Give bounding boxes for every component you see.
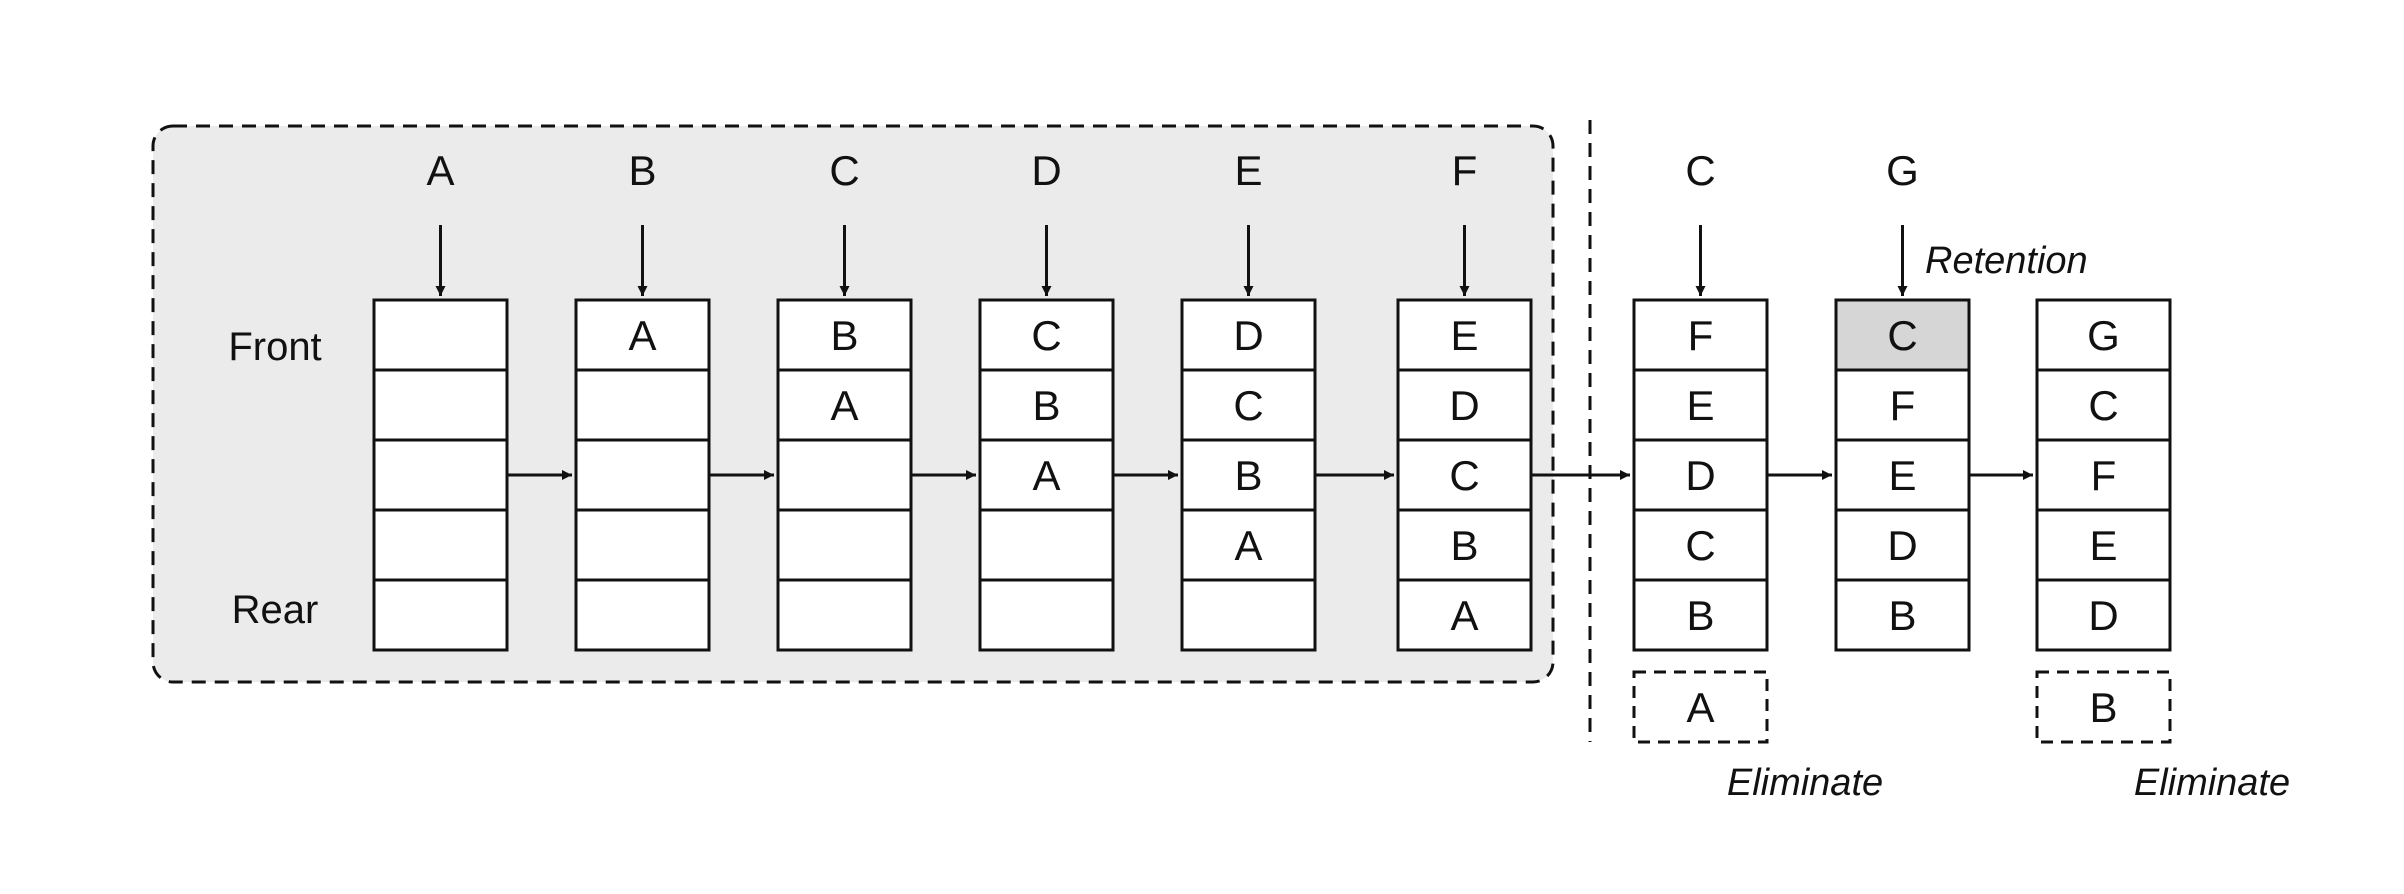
input-item-label: B xyxy=(628,147,656,194)
queue-cell xyxy=(2035,438,2172,512)
queue-cell-value: B xyxy=(1450,522,1478,569)
queue-cell-value: D xyxy=(1233,312,1263,359)
queue-cell xyxy=(1180,508,1317,582)
evicted-item: A xyxy=(1686,684,1714,731)
queue-cell xyxy=(574,578,711,652)
queue-cell-value: C xyxy=(1233,382,1263,429)
input-item-label: A xyxy=(426,147,454,194)
queue-cell xyxy=(1632,578,1769,652)
queue-cell-value: E xyxy=(2089,522,2117,569)
input-item-label: C xyxy=(1685,147,1715,194)
queue-cell-value: A xyxy=(1234,522,1262,569)
queue-cell-value: D xyxy=(1449,382,1479,429)
queue-cell-value: F xyxy=(2091,452,2117,499)
queue-cell-value: C xyxy=(1449,452,1479,499)
input-item-label: F xyxy=(1452,147,1478,194)
queue-cell xyxy=(1834,578,1971,652)
queue-cell xyxy=(776,438,913,512)
queue-cell xyxy=(1632,298,1769,372)
queue-cell xyxy=(372,578,509,652)
queue-cell xyxy=(978,578,1115,652)
queue-cell-value: B xyxy=(1234,452,1262,499)
queue-cell xyxy=(776,508,913,582)
queue-cell xyxy=(1180,298,1317,372)
queue-cell xyxy=(1396,508,1533,582)
queue-cell xyxy=(978,508,1115,582)
queue-cell xyxy=(372,508,509,582)
queue-cell xyxy=(1396,578,1533,652)
queue-cell xyxy=(978,298,1115,372)
queue-cell xyxy=(1396,298,1533,372)
queue-cell xyxy=(372,438,509,512)
queue-cell-value: E xyxy=(1686,382,1714,429)
queue-cell-value: B xyxy=(1888,592,1916,639)
queue-cell xyxy=(1632,438,1769,512)
queue-cell-value: B xyxy=(1686,592,1714,639)
queue-cell xyxy=(372,298,509,372)
queue-cell xyxy=(978,368,1115,442)
queue-cell xyxy=(776,298,913,372)
queue-cell xyxy=(1396,368,1533,442)
queue-cell xyxy=(574,368,711,442)
queue-2: BA xyxy=(574,147,774,652)
queue-cell-value: C xyxy=(1685,522,1715,569)
front-label: Front xyxy=(228,325,321,369)
queue-cell-value: B xyxy=(830,312,858,359)
queue-cell xyxy=(978,438,1115,512)
input-item-label: C xyxy=(829,147,859,194)
retention-label: Retention xyxy=(1925,240,2088,282)
queue-cell xyxy=(1632,508,1769,582)
queue-cell xyxy=(574,508,711,582)
queue-cell xyxy=(2035,508,2172,582)
queue-3: C BA xyxy=(776,147,976,652)
queue-cell-value: B xyxy=(1032,382,1060,429)
queue-cell-value: E xyxy=(1450,312,1478,359)
eliminate-label-1: Eliminate xyxy=(1727,762,1883,804)
queue-cell xyxy=(2035,368,2172,442)
evicted-box xyxy=(2035,670,2172,744)
queue-cell xyxy=(776,578,913,652)
queue-cell xyxy=(1180,438,1317,512)
queue-cell-value: A xyxy=(1032,452,1060,499)
queue-cell-value: F xyxy=(1890,382,1916,429)
queue-cell-value: G xyxy=(2087,312,2120,359)
queue-cell xyxy=(776,368,913,442)
input-item-label: G xyxy=(1886,147,1919,194)
queue-cell-value: F xyxy=(1688,312,1714,359)
queue-1: A xyxy=(372,147,572,652)
queue-cell-value: D xyxy=(1685,452,1715,499)
queue-cell xyxy=(574,438,711,512)
queue-cell xyxy=(1180,578,1317,652)
queue-cell-value: D xyxy=(2088,592,2118,639)
evicted-item: B xyxy=(2089,684,2117,731)
rear-label: Rear xyxy=(232,588,319,632)
queue-4: D CBA xyxy=(978,147,1178,652)
input-item-label: E xyxy=(1234,147,1262,194)
queue-cell-value: E xyxy=(1888,452,1916,499)
queue-cell xyxy=(1834,368,1971,442)
eliminate-label-2: Eliminate xyxy=(2134,762,2290,804)
queue-cell xyxy=(2035,578,2172,652)
queue-cell-value: C xyxy=(2088,382,2118,429)
queue-cell-value: A xyxy=(830,382,858,429)
evicted-box xyxy=(1632,670,1769,744)
queue-cell-value: D xyxy=(1887,522,1917,569)
queue-cell xyxy=(2035,298,2172,372)
queue-cell-value: C xyxy=(1887,312,1917,359)
queue-cell xyxy=(372,368,509,442)
queue-cell xyxy=(1396,438,1533,512)
queue-cell-value: A xyxy=(1450,592,1478,639)
input-item-label: D xyxy=(1031,147,1061,194)
queue-cell-value: A xyxy=(628,312,656,359)
queue-cell-value: C xyxy=(1031,312,1061,359)
queue-cell xyxy=(1834,508,1971,582)
